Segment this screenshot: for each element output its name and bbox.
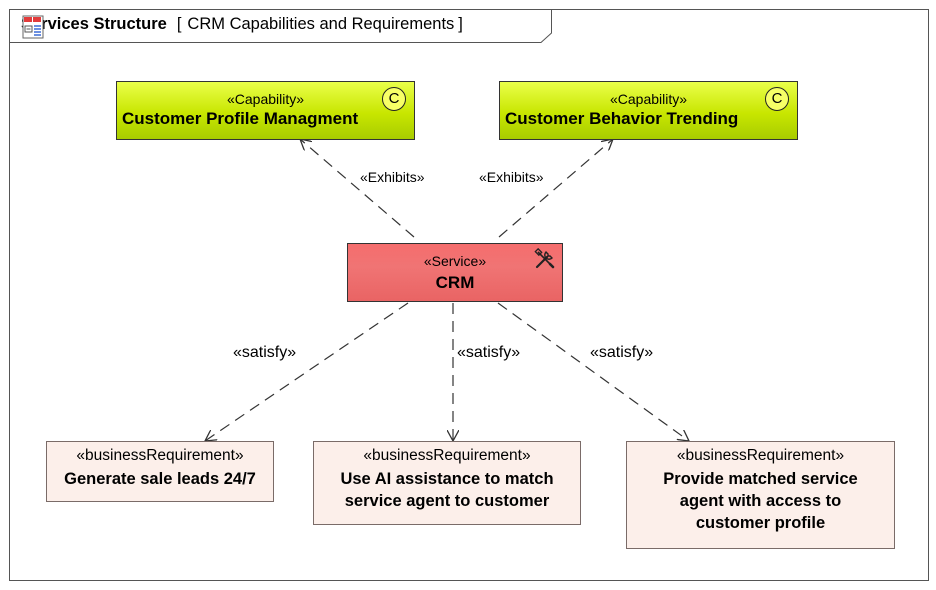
tools-icon: [534, 248, 555, 269]
exhibits-label-right: «Exhibits»: [479, 169, 544, 185]
capability-name: Customer Profile Managment: [122, 109, 359, 128]
frame-title: Services Structure: [21, 15, 167, 33]
service-name: CRM: [435, 273, 475, 292]
capability-c-icon: C: [382, 87, 406, 111]
requirement-generate-sale-leads[interactable]: «businessRequirement» Generate sale lead…: [46, 441, 274, 502]
capability-stereotype: «Capability»: [609, 91, 688, 107]
frame-tab-outline: [9, 9, 552, 43]
requirement-name: Provide matched service agent with acces…: [663, 470, 858, 532]
capability-customer-profile-management[interactable]: «Capability» Customer Profile Managment …: [116, 81, 415, 140]
exhibits-edge-profile[interactable]: [300, 139, 415, 238]
requirement-stereotype: «businessRequirement»: [363, 447, 531, 464]
diagram-name: CRM Capabilities and Requirements: [187, 15, 455, 33]
requirement-stereotype: «businessRequirement»: [76, 447, 244, 464]
requirement-name: Generate sale leads 24/7: [64, 470, 256, 488]
requirement-stereotype: «businessRequirement»: [676, 447, 845, 464]
frame-open-bracket: [: [176, 15, 182, 33]
capability-stereotype: «Capability»: [226, 91, 305, 107]
capability-customer-behavior-trending[interactable]: «Capability» Customer Behavior Trending …: [499, 81, 798, 140]
diagram-frame-tab: Services Structure [ CRM Capabilities an…: [9, 9, 552, 43]
satisfy-edge-leads[interactable]: [205, 302, 409, 441]
diagram-type-icon: [22, 15, 44, 39]
exhibits-label-left: «Exhibits»: [360, 169, 425, 185]
requirement-name: Use AI assistance to match service agent…: [340, 470, 554, 510]
service-stereotype: «Service»: [423, 253, 487, 269]
satisfy-label-middle: «satisfy»: [457, 344, 521, 361]
capability-c-icon: C: [765, 87, 789, 111]
service-crm[interactable]: «Service» CRM: [347, 243, 563, 302]
requirement-agent-profile-access[interactable]: «businessRequirement» Provide matched se…: [626, 441, 895, 549]
frame-close-bracket: ]: [458, 15, 463, 33]
satisfy-label-left: «satisfy»: [233, 344, 297, 361]
exhibits-edge-behavior[interactable]: [498, 139, 613, 238]
satisfy-edge-agent-access[interactable]: [497, 302, 689, 441]
requirement-ai-match-agent[interactable]: «businessRequirement» Use AI assistance …: [313, 441, 581, 525]
capability-name: Customer Behavior Trending: [505, 109, 739, 128]
satisfy-label-right: «satisfy»: [590, 344, 654, 361]
